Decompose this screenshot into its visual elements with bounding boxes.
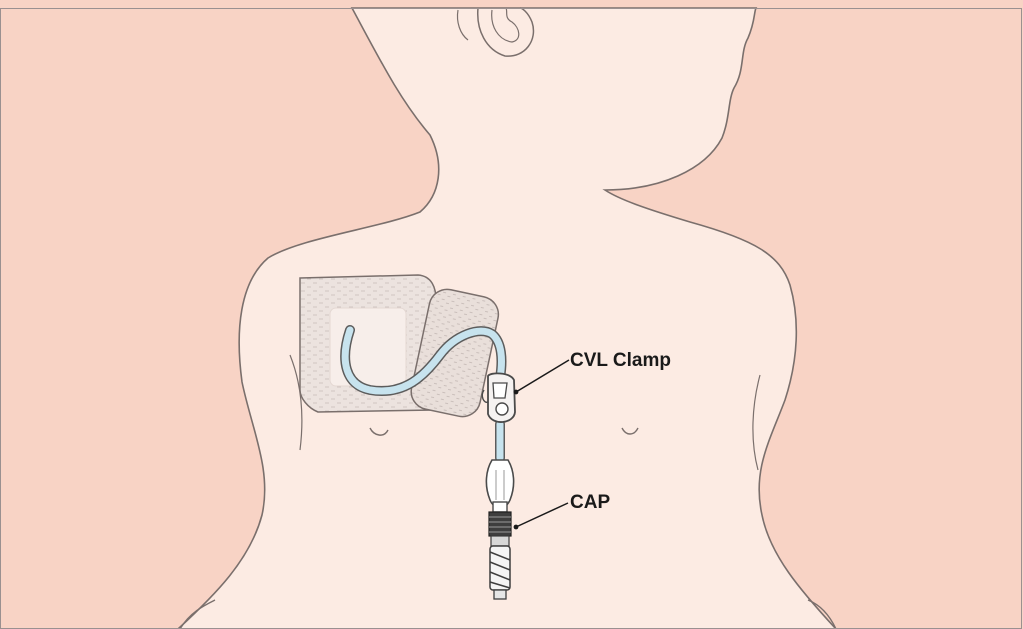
clamp-label: CVL Clamp <box>570 350 671 371</box>
cap-label: CAP <box>570 492 610 513</box>
cap <box>489 512 511 599</box>
clamp-leader-dot <box>514 390 519 395</box>
cap-leader-dot <box>514 525 519 530</box>
